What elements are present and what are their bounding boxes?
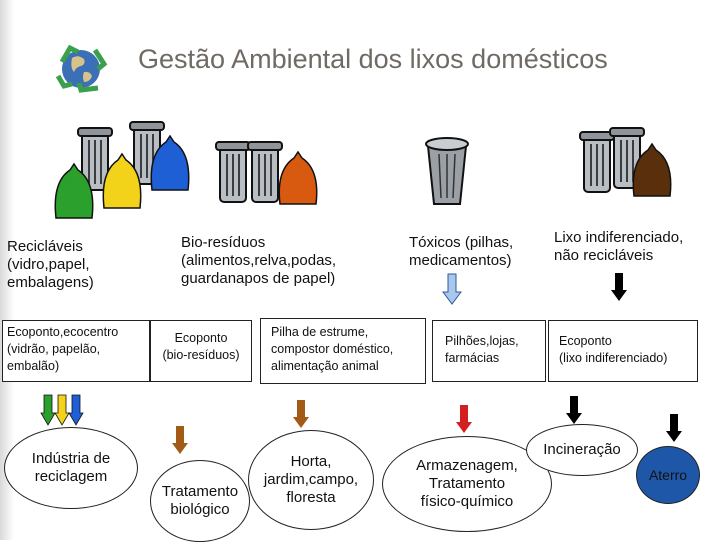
category-recyclables: Recicláveis (vidro,papel, embalagens) [7, 238, 94, 291]
destination-label: Incineração [543, 441, 621, 458]
collection-label: Ecoponto (lixo indiferenciado) [559, 334, 668, 365]
page-title: Gestão Ambiental dos lixos domésticos [138, 44, 608, 74]
destination-garden-field: Horta, jardim,campo, floresta [248, 430, 374, 530]
down-arrow-icon [566, 396, 582, 424]
down-arrow-icon [442, 273, 462, 305]
alternative-box-bio-waste: Pilha de estrume, compostor doméstico, a… [260, 318, 426, 384]
down-arrow-icon [611, 273, 627, 301]
general-waste-bins-illustration [579, 127, 672, 197]
garbage-bag-icon [150, 134, 190, 191]
garbage-bag-icon [278, 150, 318, 205]
collection-box-recyclables: Ecoponto,ecocentro (vidrão, papelão, emb… [2, 320, 150, 382]
garbage-bag-icon [54, 162, 94, 219]
category-general-waste: Lixo indiferenciado, não recicláveis [554, 229, 684, 264]
destination-biological-treatment: Tratamento biológico [150, 460, 250, 542]
slide-edge-shadow [0, 0, 14, 540]
destination-recycling-industry: Indústria de reciclagem [4, 427, 138, 509]
trash-bin-icon [77, 127, 113, 191]
down-arrow-icon [172, 426, 188, 454]
recycling-arrows-icon [40, 394, 84, 426]
destination-label: Armazenagem, Tratamento físico-químico [416, 457, 518, 510]
collection-box-general-waste: Ecoponto (lixo indiferenciado) [548, 320, 698, 382]
trash-bin-icon [247, 141, 283, 203]
recyclables-bins-illustration [54, 121, 190, 219]
garbage-bag-icon [102, 152, 142, 209]
alternative-label: Pilha de estrume, compostor doméstico, a… [271, 325, 394, 373]
trash-bin-icon [579, 131, 615, 193]
destination-landfill: Aterro [636, 446, 700, 504]
destination-label: Indústria de reciclagem [31, 450, 111, 485]
down-arrow-icon [456, 405, 472, 433]
down-arrow-icon [293, 400, 309, 428]
trash-bin-icon [425, 137, 469, 205]
destination-incineration: Incineração [526, 424, 638, 476]
destination-label: Aterro [648, 467, 688, 483]
collection-box-bio-waste: Ecoponto (bio-resíduos) [150, 320, 252, 382]
collection-box-toxic: Pilhões,lojas, farmácias [432, 320, 546, 382]
destination-label: Tratamento biológico [161, 483, 239, 518]
recycling-globe-icon [55, 44, 108, 93]
toxic-waste-bin-illustration [425, 137, 469, 205]
collection-label: Ecoponto,ecocentro (vidrão, papelão, emb… [7, 325, 119, 373]
trash-bin-icon [215, 141, 251, 203]
garbage-bag-icon [632, 142, 672, 197]
collection-label: Pilhões,lojas, farmácias [445, 334, 519, 365]
collection-label: Ecoponto (bio-resíduos) [162, 331, 240, 362]
category-bio-waste: Bio-resíduos (alimentos,relva,podas, gua… [181, 234, 337, 287]
down-arrow-icon [666, 414, 682, 442]
destination-label: Horta, jardim,campo, floresta [263, 453, 359, 506]
destination-storage-treatment: Armazenagem, Tratamento físico-químico [382, 436, 552, 532]
category-toxic: Tóxicos (pilhas, medicamentos) [409, 234, 514, 269]
bio-waste-bins-illustration [215, 141, 318, 205]
